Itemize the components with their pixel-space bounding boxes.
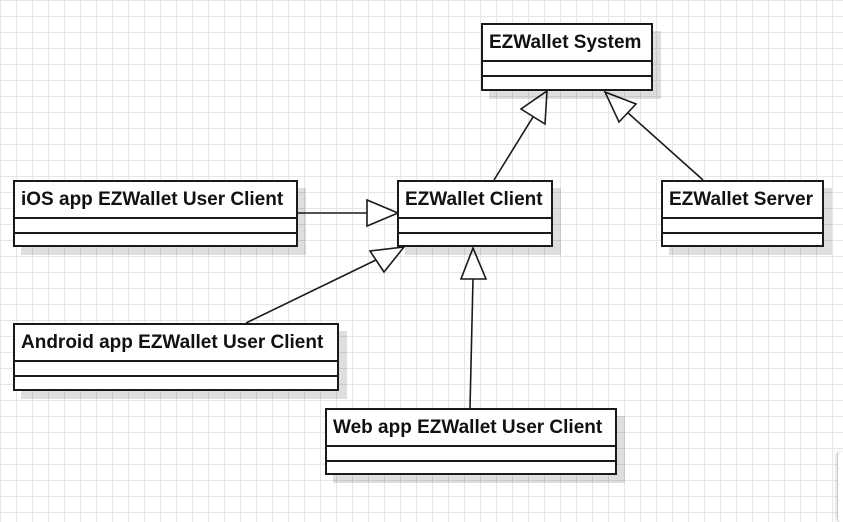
class-name: Android app EZWallet User Client [15,325,337,362]
generalization-server-to-system[interactable] [626,111,704,181]
class-android-app-client[interactable]: Android app EZWallet User Client [13,323,339,391]
attributes-compartment[interactable] [399,219,551,234]
class-web-app-client[interactable]: Web app EZWallet User Client [325,408,617,475]
diagram-canvas[interactable]: EZWallet System EZWallet Client EZWallet… [0,0,843,511]
class-ios-app-client[interactable]: iOS app EZWallet User Client [13,180,298,247]
generalization-android-to-client[interactable] [245,258,379,324]
class-name: Web app EZWallet User Client [327,410,615,447]
attributes-compartment[interactable] [15,219,296,234]
generalization-client-to-system[interactable] [493,116,534,181]
attributes-compartment[interactable] [483,62,651,77]
class-ezwallet-server[interactable]: EZWallet Server [661,180,824,247]
methods-compartment[interactable] [327,462,615,474]
attributes-compartment[interactable] [327,447,615,462]
class-name: EZWallet Client [399,182,551,219]
methods-compartment[interactable] [483,77,651,89]
inheritance-arrowhead-android-client [368,245,406,274]
side-panel-toggle[interactable] [837,452,843,522]
attributes-compartment[interactable] [15,362,337,377]
methods-compartment[interactable] [15,234,296,246]
generalization-web-to-client[interactable] [469,278,474,409]
class-ezwallet-client[interactable]: EZWallet Client [397,180,553,247]
class-ezwallet-system[interactable]: EZWallet System [481,23,653,91]
inheritance-arrowhead-web-client [459,245,488,280]
attributes-compartment[interactable] [663,219,822,234]
class-name: EZWallet Server [663,182,822,219]
methods-compartment[interactable] [399,234,551,246]
methods-compartment[interactable] [15,377,337,389]
class-name: EZWallet System [483,25,651,62]
relations-layer [245,89,704,409]
inheritance-arrowhead-ios-client [366,198,401,228]
methods-compartment[interactable] [663,234,822,246]
inheritance-arrowhead-server-system [603,90,638,124]
class-name: iOS app EZWallet User Client [15,182,296,219]
inheritance-arrowhead-client-system [519,89,548,126]
